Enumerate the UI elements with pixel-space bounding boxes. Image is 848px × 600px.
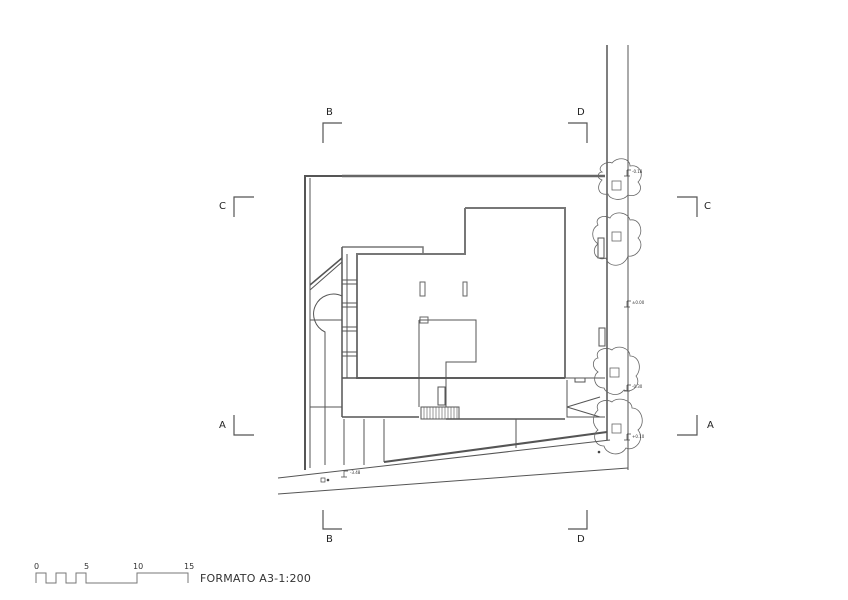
elevation-label: -0.18 [632, 169, 643, 174]
elevation-label: +0.10 [632, 434, 645, 439]
elevation-label: -3.48 [350, 470, 361, 475]
section-label-a-left: A [219, 420, 226, 431]
elevation-label: ±0.00 [632, 300, 645, 305]
section-label-c-left: C [219, 201, 226, 212]
tree-4 [593, 398, 643, 455]
trees [592, 158, 643, 455]
tree-3 [593, 346, 640, 395]
tree-1 [597, 158, 642, 200]
scale-tick-0: 0 [34, 562, 40, 571]
scale-title: FORMATO A3-1:200 [200, 572, 312, 585]
street-bottom-1 [277, 439, 611, 479]
section-label-c-right: C [704, 201, 711, 212]
section-marks [233, 122, 698, 530]
scale-bar [35, 572, 189, 584]
tree-2 [592, 212, 642, 266]
street-bottom-2 [277, 467, 629, 495]
scale-tick-15: 15 [184, 562, 195, 571]
scale-tick-5: 5 [84, 562, 90, 571]
section-label-a-right: A [707, 420, 714, 431]
scale-tick-10: 10 [133, 562, 144, 571]
section-label-d-top: D [577, 107, 585, 118]
section-label-b-top: B [326, 107, 333, 118]
lot-boundary [304, 175, 605, 470]
elevation-label: -0.30 [632, 384, 643, 389]
section-label-b-bottom: B [326, 534, 333, 545]
section-label-d-bottom: D [577, 534, 585, 545]
